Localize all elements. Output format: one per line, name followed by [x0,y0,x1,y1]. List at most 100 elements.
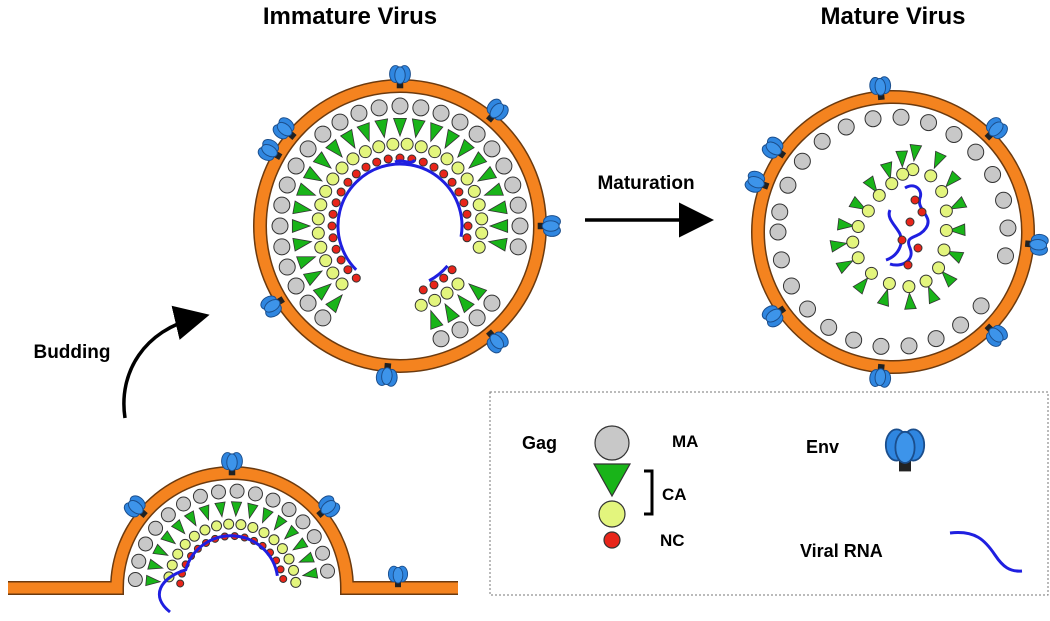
ca-protein [487,200,508,215]
nc-rna-bound [462,233,472,243]
legend-env-label: Env [806,437,839,457]
nc-rna-bound [903,260,913,270]
budding-virion [8,452,458,614]
nc-rna-bound [439,273,449,283]
nc-protein [335,277,349,291]
ca-protein [457,138,475,158]
nc-rna-bound [383,154,393,164]
nc-protein [211,520,223,532]
ma-protein [299,294,317,312]
nc-protein [896,167,910,181]
ma-protein [412,99,430,117]
nc-rna-bound [462,209,472,219]
nc-rna-bound [418,157,428,167]
legend-gag-label: Gag [522,433,557,453]
legend-ma-icon [594,425,630,461]
legend-nc-label: NC [660,531,685,550]
legend-ma-label: MA [672,432,698,451]
viral-rna [394,158,417,164]
viral-rna [157,534,279,614]
ma-protein [772,251,790,269]
nc-protein [475,226,489,240]
ca-protein [198,504,210,522]
ca-protein [430,122,444,143]
ca-protein [909,143,923,163]
nc-protein [258,527,270,539]
legend-nc-yellow-icon [598,500,626,528]
nc-protein [372,140,386,154]
nc-protein [268,534,280,546]
nc-protein [872,188,886,202]
legend-rna-label: Viral RNA [800,541,883,561]
ca-protein [948,196,968,210]
ca-protein [947,223,966,237]
nc-protein [247,521,259,533]
nc-protein [851,251,865,265]
nc-protein [400,137,414,151]
ma-protein [483,140,501,158]
ma-protein [247,486,263,502]
nc-protein [311,212,325,226]
ca-protein [296,182,317,196]
nc-protein [414,140,428,154]
ma-protein [504,176,522,194]
nc-protein [314,198,328,212]
nc-rna-bound [343,265,353,275]
ca-protein [312,151,332,169]
ma-protein [782,277,800,295]
ma-protein [995,191,1013,209]
nc-protein [939,223,953,237]
mature-virus-title: Mature Virus [821,3,966,30]
ca-protein [183,510,197,527]
legend: Gag MA CA NC Env Viral RNA [489,391,1049,596]
ma-protein [872,337,890,355]
ma-protein [845,331,863,349]
ca-protein [430,309,444,330]
nc-rna-bound [913,243,923,253]
legend-nc-red-icon [603,531,621,549]
ca-protein [302,270,324,287]
budding-arrow [122,305,210,419]
nc-protein [290,576,302,588]
ma-protein [779,176,797,194]
nc-rna-bound [331,244,341,254]
ca-protein [152,543,169,556]
nc-protein [223,518,235,530]
nc-protein [864,266,878,280]
nc-protein [937,243,951,257]
legend-env-icon [884,428,926,473]
ca-protein [339,128,356,150]
budding-label: Budding [33,342,110,363]
ca-protein [904,291,917,310]
nc-rna-bound [331,198,341,208]
ma-protein [483,294,501,312]
nc-protein [235,519,247,531]
ma-protein [799,300,817,318]
ma-protein [451,113,469,131]
ca-protein [876,288,889,307]
nc-protein [451,161,465,175]
nc-rna-bound [910,195,920,205]
nc-protein [882,276,896,290]
ma-protein [229,483,245,499]
nc-rna-bound [463,221,473,231]
ma-protein [370,99,388,117]
ca-protein [301,567,319,579]
ca-protein [261,507,274,524]
ma-protein [160,507,176,523]
ma-protein [138,536,154,552]
nc-rna-bound [372,157,382,167]
nc-protein [179,538,191,550]
ca-protein [879,161,893,180]
nc-rna-bound [418,285,428,295]
ma-protein [131,553,147,569]
ca-protein [945,170,962,188]
ma-protein [468,125,486,143]
ca-protein [283,524,300,540]
ma-protein [927,330,945,348]
ma-protein [769,223,787,241]
ca-protein [941,270,958,288]
ca-protein [374,118,389,139]
ma-protein [278,176,296,194]
ca-protein [483,182,504,196]
